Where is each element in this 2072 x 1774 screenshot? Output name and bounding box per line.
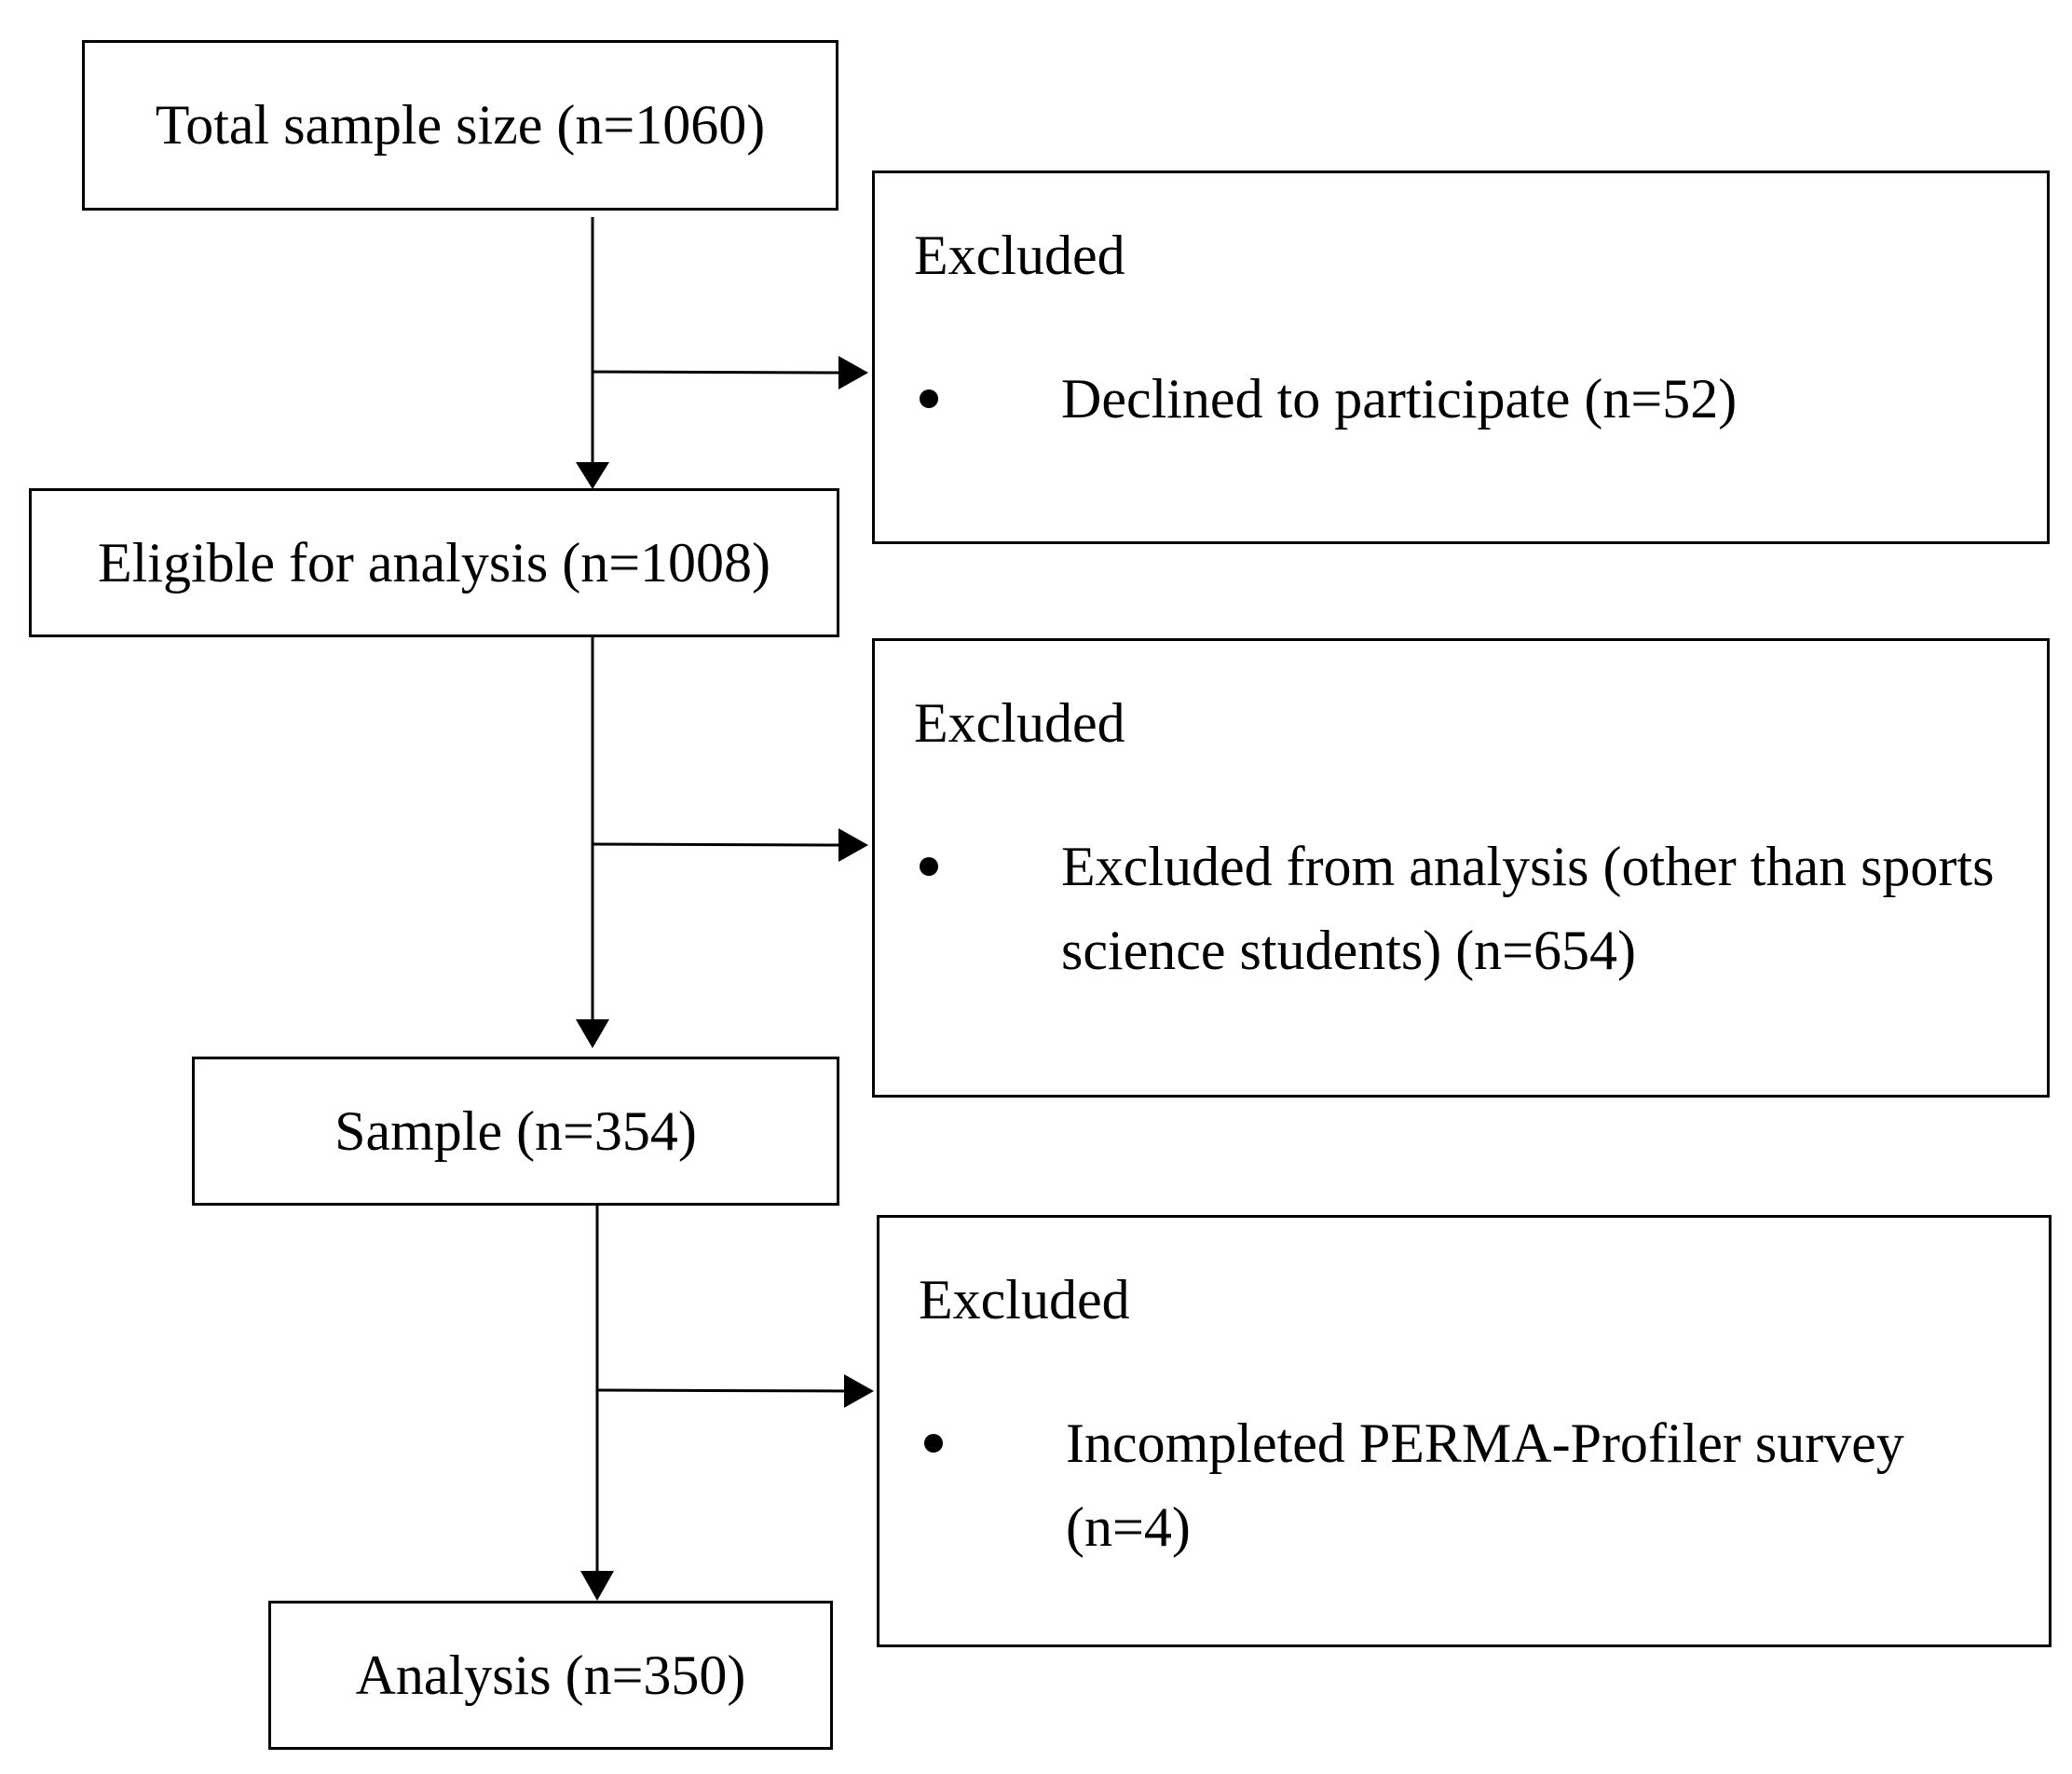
arrowhead-sample — [576, 1019, 609, 1048]
stage-sample: Sample (n=354) — [192, 1057, 839, 1206]
stage-sample-label: Sample (n=354) — [334, 1099, 697, 1162]
exclusion-title: Excluded — [914, 692, 1125, 754]
bullet-icon — [920, 389, 938, 408]
bullet-icon — [920, 857, 938, 876]
arrowhead-excluded-2 — [838, 828, 868, 862]
exclusion-reason: Incompleted PERMA-Profiler survey (n=4) — [1066, 1412, 1904, 1558]
exclusion-box-2: Excluded Excluded from analysis (other t… — [872, 638, 2050, 1098]
arrow-to-excluded-2 — [592, 842, 843, 847]
stage-eligible-label: Eligible for analysis (n=1008) — [97, 531, 771, 594]
arrow-to-excluded-1 — [592, 370, 843, 375]
arrowhead-excluded-3 — [844, 1374, 874, 1408]
arrowhead-eligible — [576, 462, 609, 489]
exclusion-box-3: Excluded Incompleted PERMA-Profiler surv… — [877, 1215, 2052, 1647]
exclusion-reason: Declined to participate (n=52) — [1061, 368, 1738, 430]
arrowhead-analysis — [580, 1571, 614, 1601]
stage-total-sample: Total sample size (n=1060) — [82, 40, 838, 211]
exclusion-title: Excluded — [919, 1269, 1130, 1330]
stage-analysis-label: Analysis (n=350) — [355, 1644, 746, 1706]
stage-eligible: Eligible for analysis (n=1008) — [29, 488, 839, 637]
arrowhead-excluded-1 — [838, 356, 868, 389]
exclusion-box-1: Excluded Declined to participate (n=52) — [872, 171, 2050, 544]
arrow-to-excluded-3 — [596, 1388, 849, 1393]
bullet-icon — [924, 1434, 943, 1453]
exclusion-reason: Excluded from analysis (other than sport… — [1061, 836, 1995, 981]
stage-total-sample-label: Total sample size (n=1060) — [155, 94, 766, 156]
exclusion-title: Excluded — [914, 225, 1125, 286]
stage-analysis: Analysis (n=350) — [268, 1601, 833, 1750]
